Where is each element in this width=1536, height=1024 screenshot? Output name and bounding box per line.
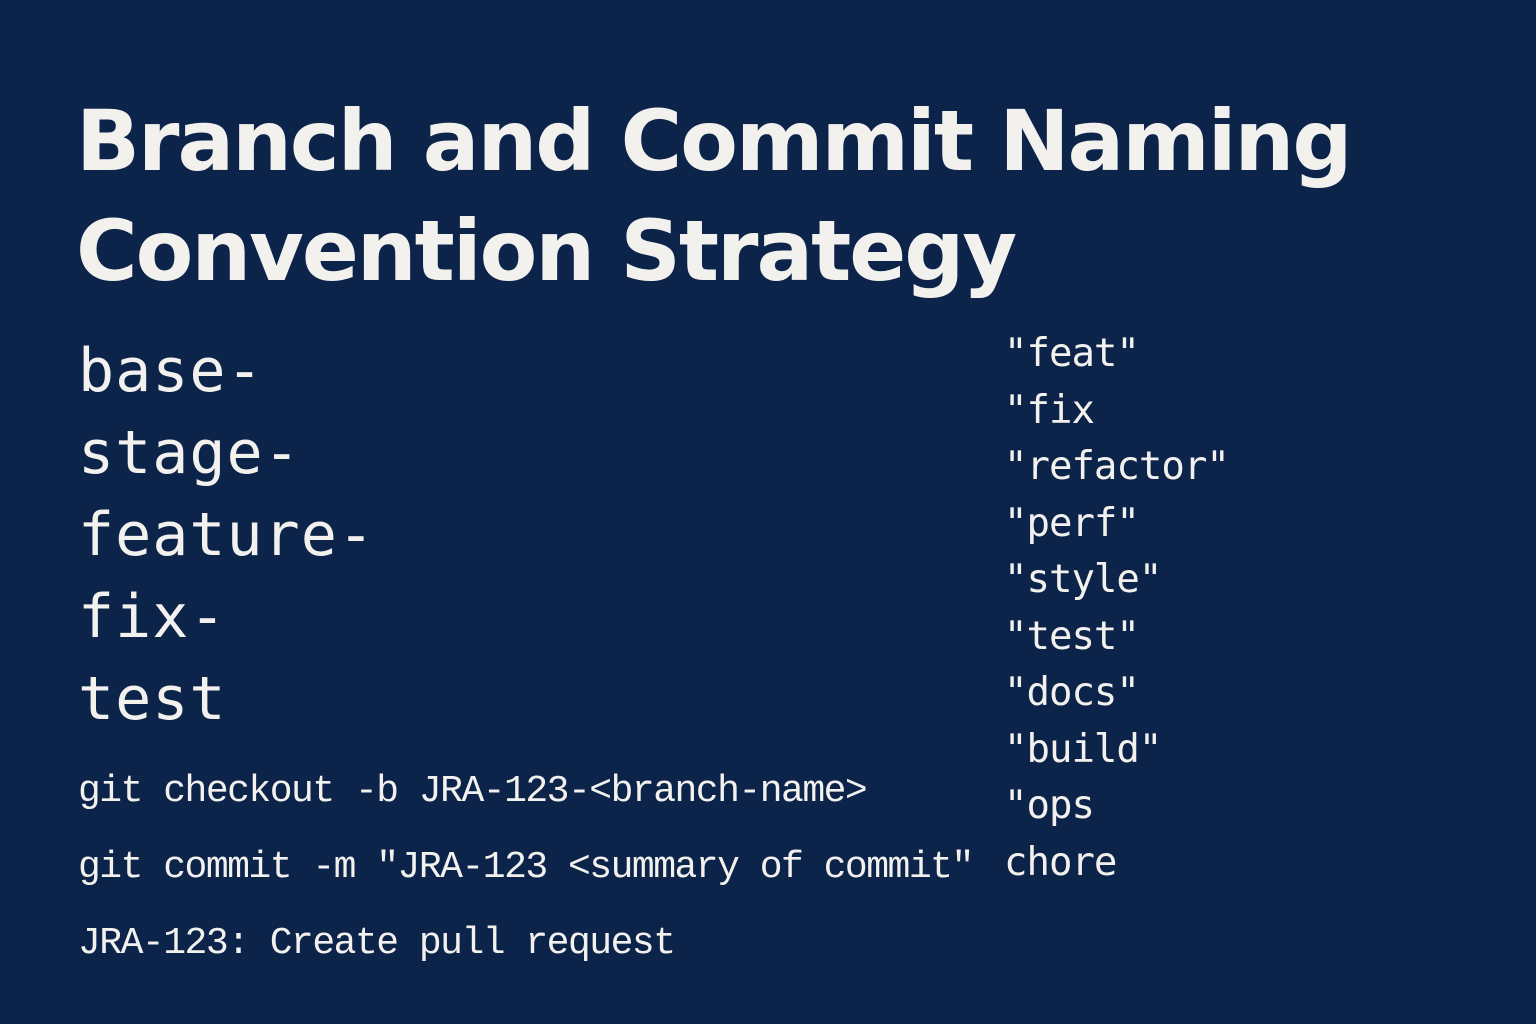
commit-type-item: "test" <box>1004 613 1140 659</box>
commit-type-item: "build" <box>1004 726 1162 772</box>
title-line-1: Branch and Commit Naming <box>76 92 1352 190</box>
pull-request-text: JRA-123: Create pull request <box>78 922 676 965</box>
title-line-2: Convention Strategy <box>76 202 1017 300</box>
branch-prefix-item: feature- <box>78 500 375 570</box>
commit-type-item: "feat" <box>1004 331 1140 376</box>
checkout-command: git checkout -b JRA-123-<branch-name> <box>78 770 868 813</box>
commit-type-list: "feat" "fix "refactor" "perf" "style" "t… <box>1004 326 1230 891</box>
branch-prefix-item: test <box>78 664 227 734</box>
branch-prefix-item: base- <box>78 336 264 406</box>
branch-prefix-item: fix- <box>78 582 227 652</box>
commit-type-item: "fix <box>1004 387 1095 433</box>
commit-type-item: chore <box>1004 839 1117 885</box>
branch-prefix-list: base- stage- feature- fix- test <box>78 330 375 740</box>
commit-command: git commit -m "JRA-123 <summary of commi… <box>78 846 974 889</box>
command-examples: git checkout -b JRA-123-<branch-name> gi… <box>78 766 974 994</box>
branch-prefix-item: stage- <box>78 418 301 488</box>
commit-type-item: "style" <box>1004 557 1162 602</box>
commit-type-item: "perf" <box>1004 500 1140 546</box>
page-title: Branch and Commit Naming Convention Stra… <box>76 86 1352 306</box>
commit-type-item: "refactor" <box>1004 444 1230 489</box>
commit-type-item: "docs" <box>1004 670 1140 715</box>
commit-type-item: "ops <box>1004 783 1095 828</box>
